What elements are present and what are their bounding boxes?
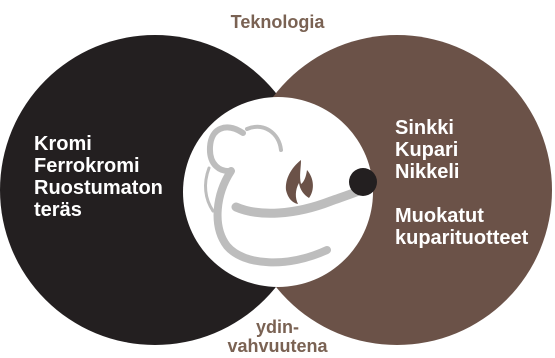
left-circle-list: Kromi Ferrokromi Ruostumaton teräs	[34, 133, 163, 221]
list-item: kuparituotteet	[395, 227, 529, 249]
list-item: Muokatut	[395, 205, 484, 227]
list-item: Kromi	[34, 133, 92, 155]
bottom-title: ydin- vahvuutena	[0, 318, 555, 356]
right-circle-list-2: Muokatut kuparituotteet	[395, 205, 528, 249]
right-circle-list: Sinkki Kupari Nikkeli	[395, 117, 459, 183]
list-item: Kupari	[395, 139, 459, 161]
bottom-title-line: vahvuutena	[227, 336, 328, 356]
bottom-title-line: ydin-	[256, 317, 299, 337]
list-item: Ruostumaton	[34, 177, 163, 199]
list-item: Nikkeli	[395, 161, 460, 183]
top-title: Teknologia	[230, 12, 325, 32]
center-circle	[183, 97, 373, 287]
list-item: Sinkki	[395, 117, 454, 139]
list-item: teräs	[34, 199, 82, 221]
flame-icon	[285, 160, 313, 204]
ball-icon	[349, 168, 377, 196]
list-item: Ferrokromi	[34, 155, 140, 177]
